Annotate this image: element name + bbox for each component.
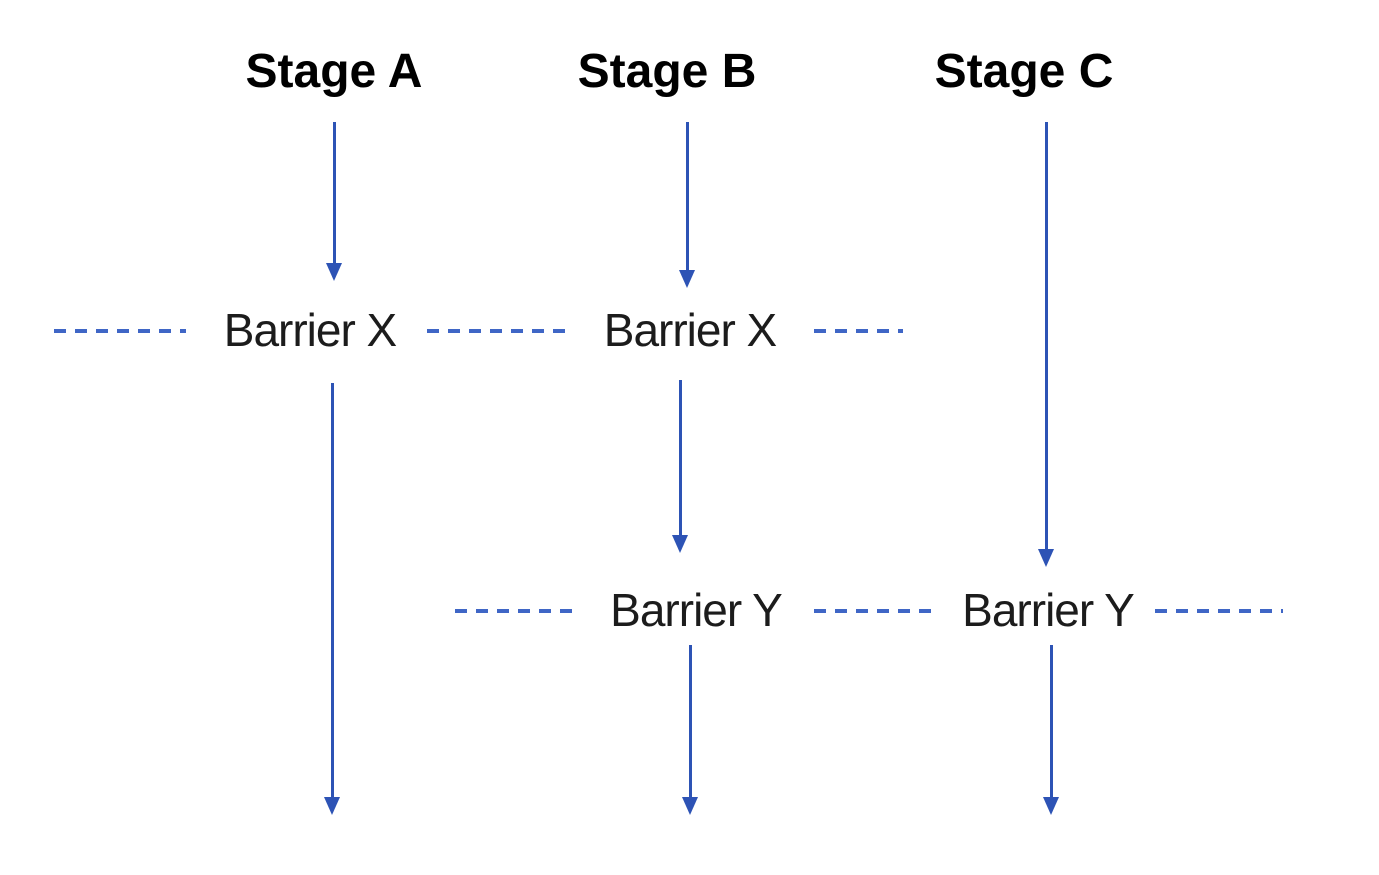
barrier-x-label-stage-a: Barrier X (223, 304, 397, 356)
stage-b-down-arrow-2 (672, 380, 688, 553)
stage-b-down-arrow-1 (679, 122, 695, 288)
stage-b-down-arrow-3 (682, 645, 698, 815)
arrow-head-icon (1043, 797, 1059, 815)
arrow-head-icon (1038, 549, 1054, 567)
stage-a-down-arrow-1 (326, 122, 342, 281)
barrier-x-dash-left (54, 329, 186, 333)
stage-b-header: Stage B (577, 45, 757, 98)
barrier-y-dash-left (455, 609, 580, 613)
arrow-shaft (332, 122, 336, 263)
arrow-head-icon (672, 535, 688, 553)
barrier-x-label-stage-b: Barrier X (603, 304, 777, 356)
arrow-shaft (688, 645, 692, 797)
arrow-head-icon (679, 270, 695, 288)
stage-a-down-arrow-2 (324, 383, 340, 815)
barrier-x-dash-right (814, 329, 903, 333)
stage-a-header: Stage A (245, 45, 423, 98)
barrier-x-dash-middle (427, 329, 570, 333)
arrow-shaft (1049, 645, 1053, 797)
arrow-shaft (330, 383, 334, 797)
barrier-y-label-stage-c: Barrier Y (962, 584, 1135, 636)
barrier-y-dash-middle (814, 609, 931, 613)
barrier-y-dash-right (1155, 609, 1283, 613)
arrow-shaft (678, 380, 682, 535)
stage-c-header: Stage C (934, 45, 1114, 98)
barrier-y-label-stage-b: Barrier Y (610, 584, 783, 636)
arrow-shaft (685, 122, 689, 270)
arrow-head-icon (682, 797, 698, 815)
arrow-head-icon (324, 797, 340, 815)
arrow-head-icon (326, 263, 342, 281)
arrow-shaft (1044, 122, 1048, 549)
stage-c-down-arrow-1 (1038, 122, 1054, 567)
stage-c-down-arrow-2 (1043, 645, 1059, 815)
